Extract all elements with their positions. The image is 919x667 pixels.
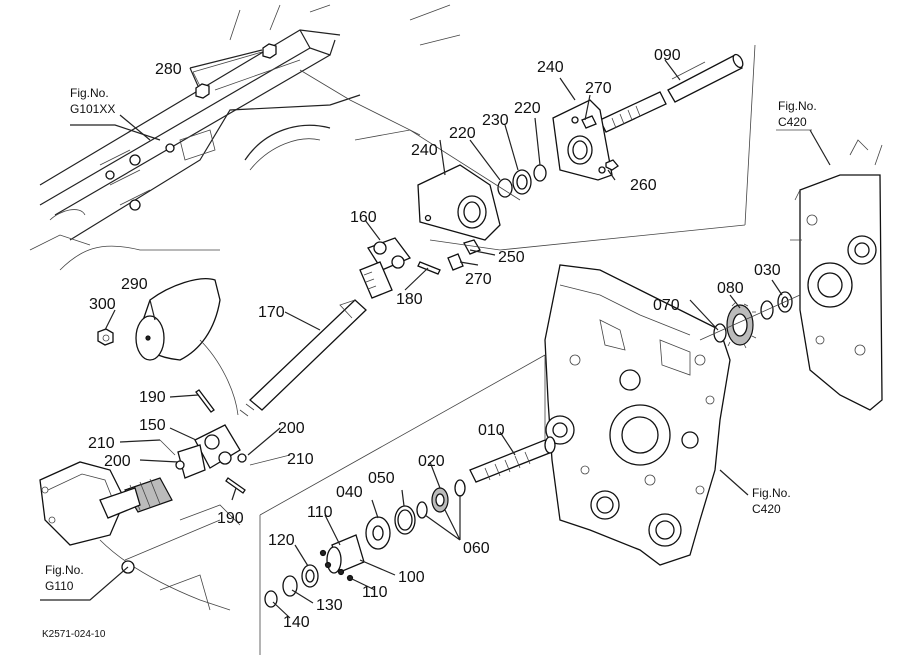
gear-housing-g110 bbox=[39, 461, 241, 611]
pin-180 bbox=[417, 261, 441, 275]
fig-ref-g110: Fig.No. G110 bbox=[45, 563, 84, 593]
fig-ref-code: C420 bbox=[752, 502, 781, 516]
label-270-top: 270 bbox=[585, 80, 612, 97]
label-040: 040 bbox=[336, 484, 363, 501]
label-140: 140 bbox=[283, 614, 310, 631]
label-210-right: 210 bbox=[287, 451, 314, 468]
frame-structure bbox=[29, 4, 461, 271]
seals-020-060 bbox=[416, 479, 466, 519]
label-220-right: 220 bbox=[514, 100, 541, 117]
label-110-top: 110 bbox=[307, 504, 333, 521]
label-290: 290 bbox=[121, 276, 148, 293]
label-130: 130 bbox=[316, 597, 343, 614]
fig-ref-code: G110 bbox=[45, 579, 74, 593]
shaft-170 bbox=[239, 299, 367, 417]
label-190-top: 190 bbox=[139, 389, 166, 406]
label-060: 060 bbox=[463, 540, 490, 557]
label-010: 010 bbox=[478, 422, 505, 439]
part-number-labels: 280 240 090 270 220 230 220 240 260 160 … bbox=[88, 47, 781, 631]
label-240-left: 240 bbox=[411, 142, 438, 159]
fig-ref-c420-top: Fig.No. C420 bbox=[776, 99, 817, 131]
fig-ref-title: Fig.No. bbox=[45, 563, 84, 577]
universal-joint-160 bbox=[359, 237, 412, 299]
fig-ref-title: Fig.No. bbox=[70, 86, 109, 100]
fig-ref-g101xx: Fig.No. G101XX bbox=[70, 86, 115, 116]
coupling-100-110 bbox=[319, 534, 365, 582]
leader-lines bbox=[40, 49, 831, 619]
plate-240-left bbox=[417, 164, 501, 241]
label-190-bottom: 190 bbox=[217, 510, 244, 527]
label-230: 230 bbox=[482, 112, 509, 129]
pins-190-210-200 bbox=[159, 389, 291, 494]
label-260: 260 bbox=[630, 177, 657, 194]
label-220-left: 220 bbox=[449, 125, 476, 142]
diagram-code: K2571-024-10 bbox=[42, 629, 106, 640]
label-050: 050 bbox=[368, 470, 395, 487]
label-100: 100 bbox=[398, 569, 425, 586]
label-160: 160 bbox=[350, 209, 377, 226]
fig-ref-code: G101XX bbox=[70, 102, 115, 116]
label-250: 250 bbox=[498, 249, 525, 266]
label-210-left: 210 bbox=[88, 435, 115, 452]
pump-housing-c420 bbox=[544, 264, 731, 566]
label-080: 080 bbox=[717, 280, 744, 297]
bearings-220-230 bbox=[497, 164, 547, 198]
nut-280 bbox=[192, 43, 277, 99]
label-280: 280 bbox=[155, 61, 182, 78]
cover-290 bbox=[135, 278, 239, 416]
label-180: 180 bbox=[396, 291, 423, 308]
label-020: 020 bbox=[418, 453, 445, 470]
nut-300 bbox=[97, 328, 114, 346]
label-150: 150 bbox=[139, 417, 166, 434]
label-200-left: 200 bbox=[104, 453, 131, 470]
label-170: 170 bbox=[258, 304, 285, 321]
label-110-bottom: 110 bbox=[362, 584, 388, 601]
shaft-010 bbox=[469, 436, 556, 483]
label-120: 120 bbox=[268, 532, 295, 549]
label-090: 090 bbox=[654, 47, 681, 64]
label-240-right: 240 bbox=[537, 59, 564, 76]
label-300: 300 bbox=[89, 296, 116, 313]
yoke-150 bbox=[177, 424, 241, 479]
fig-ref-code: C420 bbox=[778, 115, 807, 129]
shaft-090 bbox=[599, 53, 744, 133]
label-200-right: 200 bbox=[278, 420, 305, 437]
case-c420-right bbox=[790, 139, 883, 411]
ring-050-bearing-040 bbox=[365, 505, 416, 550]
fig-ref-title: Fig.No. bbox=[778, 99, 817, 113]
gear-080 bbox=[726, 301, 757, 349]
fig-ref-c420-mid: Fig.No. C420 bbox=[752, 486, 791, 516]
fig-ref-title: Fig.No. bbox=[752, 486, 791, 500]
label-030: 030 bbox=[754, 262, 781, 279]
bolt-270-nut-250-260 bbox=[447, 159, 619, 271]
plate-240-right bbox=[552, 99, 613, 181]
label-270-bottom: 270 bbox=[465, 271, 492, 288]
label-070: 070 bbox=[653, 297, 680, 314]
